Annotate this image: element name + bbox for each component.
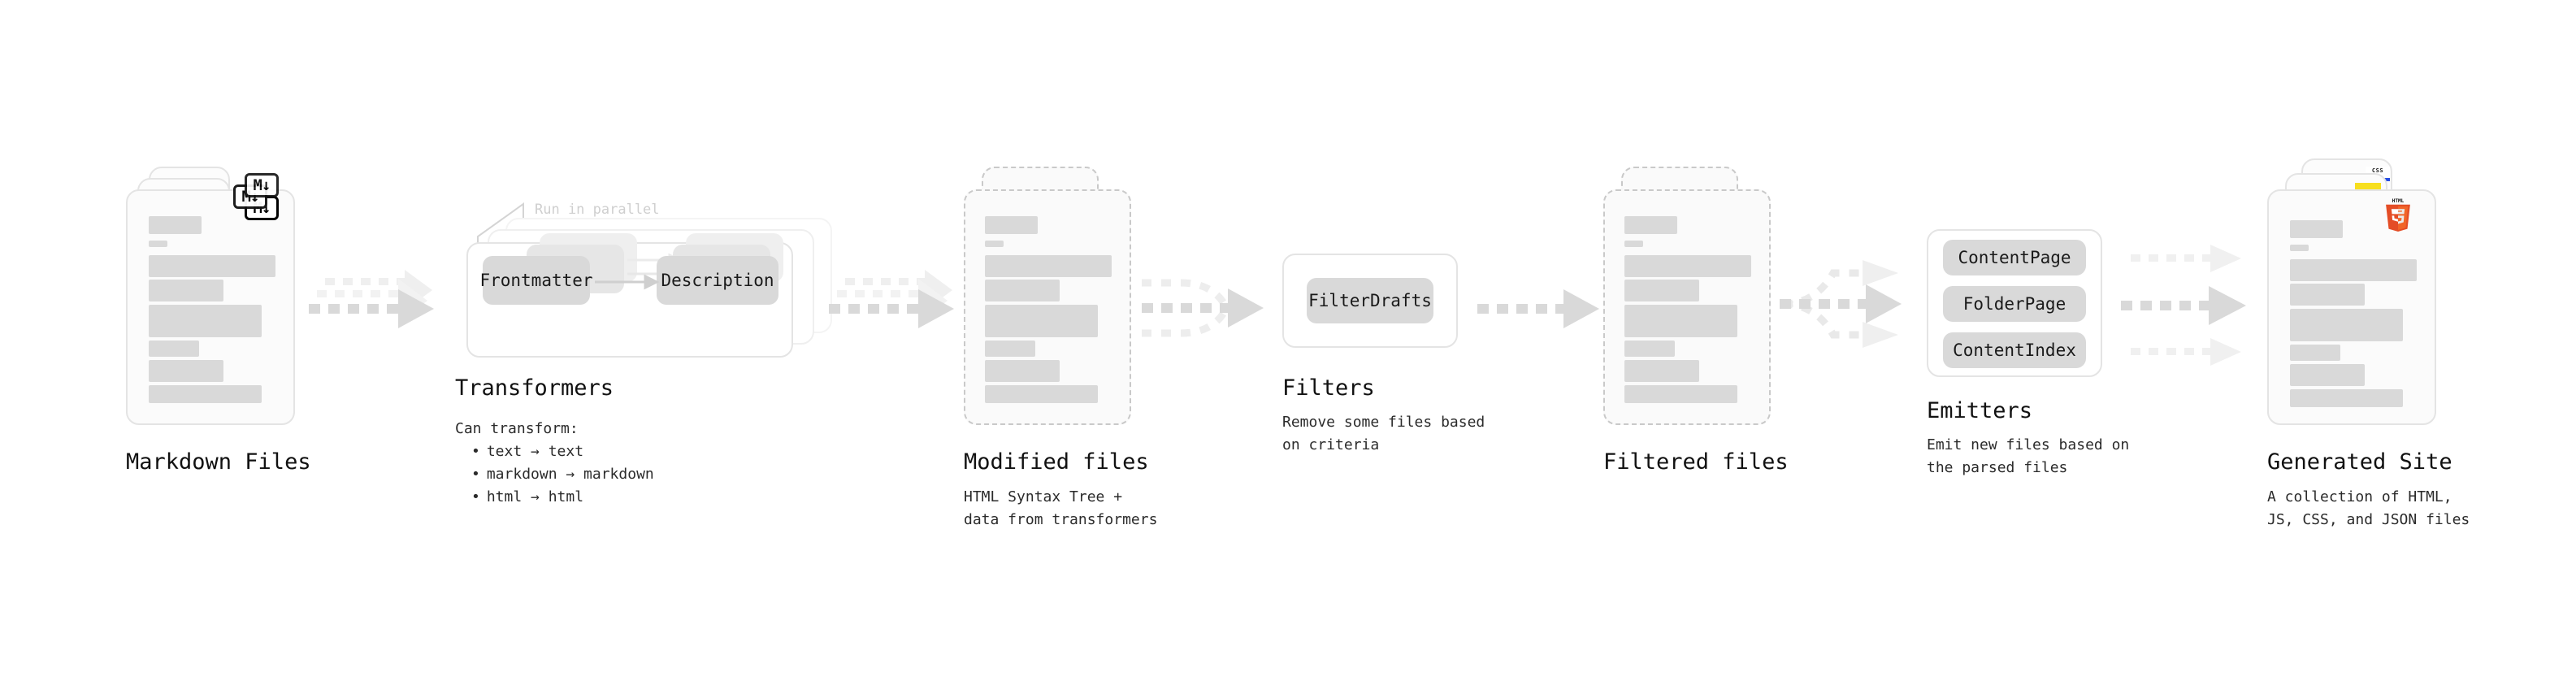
skeleton-bar <box>2290 309 2403 341</box>
transformers-title: Transformers <box>455 375 614 401</box>
arrow-filters-to-filtered <box>1477 289 1599 328</box>
transformer-chip-frontmatter[interactable]: Frontmatter <box>479 256 593 305</box>
filters-title: Filters <box>1282 375 1375 401</box>
emitter-chip-label: ContentPage <box>1958 248 2071 267</box>
site-card-front-html <box>2267 189 2436 425</box>
emitter-chip-label: FolderPage <box>1962 294 2066 314</box>
skeleton-bar <box>1624 305 1737 337</box>
skeleton-bar <box>985 340 1035 357</box>
skeleton-bar <box>2290 284 2365 306</box>
modified-card-front <box>964 189 1131 425</box>
skeleton-bar <box>985 385 1098 403</box>
filters-subtitle: Remove some files based on criteria <box>1282 414 1485 453</box>
skeleton-bar <box>149 280 223 301</box>
skeleton-bar <box>1624 241 1643 247</box>
emitter-chip-folderpage[interactable]: FolderPage <box>1943 286 2086 322</box>
transformer-inner-arrow <box>595 274 660 290</box>
skeleton-bar <box>149 255 275 277</box>
skeleton-bar <box>2290 259 2417 281</box>
skeleton-bar <box>149 340 199 357</box>
transformers-bullet: markdown → markdown <box>471 463 654 486</box>
transformer-chip-label: Description <box>661 271 774 290</box>
transformers-bullet: html → html <box>471 486 654 509</box>
arrow-markdown-to-transformers <box>309 270 434 328</box>
run-in-parallel-label: Run in parallel <box>535 202 660 218</box>
skeleton-bar <box>2290 220 2343 238</box>
skeleton-bar <box>2290 345 2340 361</box>
skeleton-bar <box>1624 255 1751 277</box>
filter-chip-label: FilterDrafts <box>1308 291 1432 310</box>
skeleton-bar <box>985 305 1098 337</box>
skeleton-bar <box>985 216 1038 234</box>
skeleton-bar <box>2290 389 2403 407</box>
markdown-icon-back: M↓ <box>245 173 279 197</box>
html5-icon: HTML <box>2386 198 2410 232</box>
emitter-chip-label: ContentIndex <box>1953 340 2076 360</box>
skeleton-bar <box>149 216 202 234</box>
transformer-chip-label: Frontmatter <box>479 271 593 290</box>
skeleton-bar <box>2290 364 2365 386</box>
transformers-bullets: Can transform: text → text markdown → ma… <box>455 418 654 509</box>
arrow-filtered-to-emitters-fan <box>1780 260 1902 348</box>
skeleton-bar <box>985 255 1112 277</box>
emitter-chip-contentindex[interactable]: ContentIndex <box>1943 332 2086 368</box>
skeleton-bar <box>149 385 262 403</box>
modified-files-subtitle: HTML Syntax Tree + data from transformer… <box>964 488 1158 528</box>
skeleton-bar <box>2290 245 2309 251</box>
filtered-files-title: Filtered files <box>1603 449 1789 475</box>
skeleton-bar <box>985 360 1060 382</box>
generated-site-subtitle: A collection of HTML, JS, CSS, and JSON … <box>2267 488 2470 528</box>
arrow-emitters-to-site <box>2121 245 2246 366</box>
skeleton-bar <box>985 280 1060 301</box>
filtered-card-front <box>1603 189 1771 425</box>
transformers-bullet: text → text <box>471 440 654 463</box>
markdown-files-title: Markdown Files <box>126 449 311 475</box>
skeleton-bar <box>149 360 223 382</box>
markdown-card-front <box>126 189 295 425</box>
skeleton-bar <box>1624 360 1699 382</box>
emitters-title: Emitters <box>1927 398 2033 423</box>
arrow-transformers-to-modified <box>829 270 954 328</box>
emitters-subtitle: Emit new files based on the parsed files <box>1927 436 2130 476</box>
skeleton-bar <box>149 241 167 247</box>
modified-files-title: Modified files <box>964 449 1149 475</box>
skeleton-bar <box>1624 385 1737 403</box>
skeleton-bar <box>149 305 262 337</box>
skeleton-bar <box>985 241 1004 247</box>
transformers-bullets-lead: Can transform: <box>455 420 579 437</box>
transformer-chip-description[interactable]: Description <box>657 256 778 305</box>
generated-site-title: Generated Site <box>2267 449 2452 475</box>
arrow-modified-to-filters-merge <box>1142 279 1264 337</box>
skeleton-bar <box>1624 340 1675 357</box>
svg-text:HTML: HTML <box>2392 198 2405 204</box>
skeleton-bar <box>1624 216 1677 234</box>
emitter-chip-contentpage[interactable]: ContentPage <box>1943 240 2086 275</box>
skeleton-bar <box>1624 280 1699 301</box>
filter-chip-filterdrafts[interactable]: FilterDrafts <box>1307 278 1433 323</box>
